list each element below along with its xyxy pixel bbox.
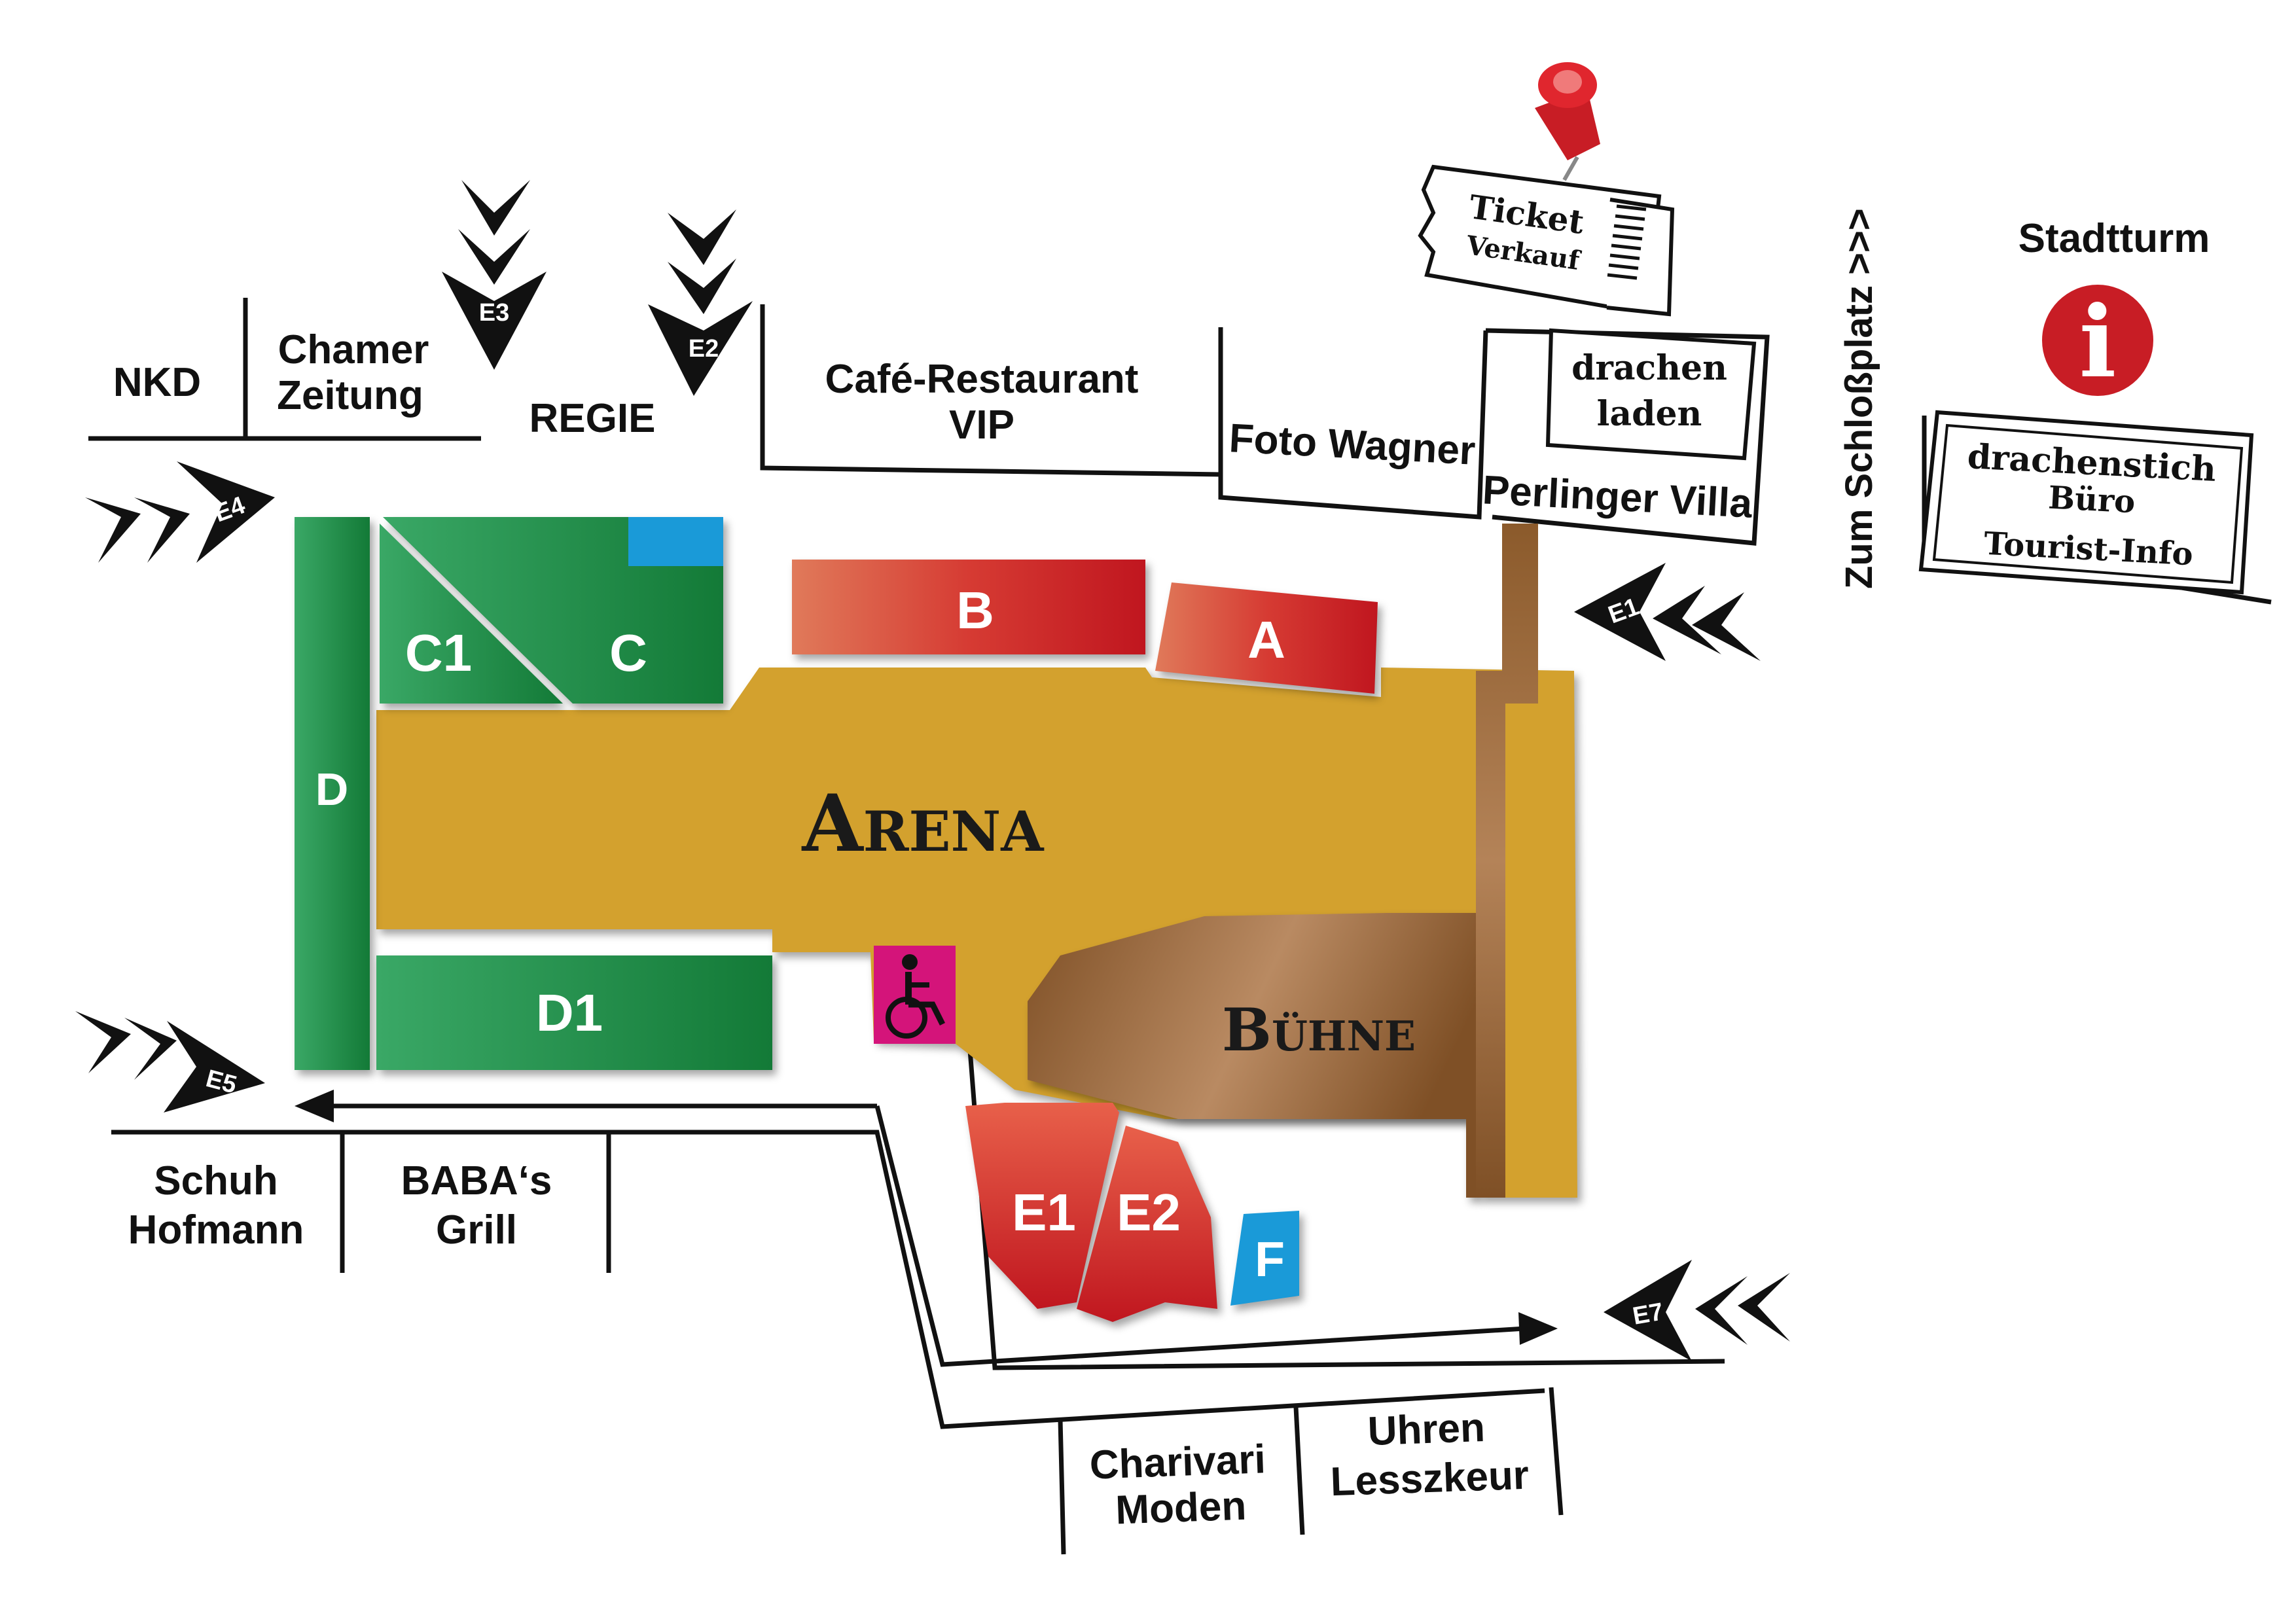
building-chamer-line2: Zeitung [277, 373, 423, 418]
block-f[interactable]: F [1230, 1211, 1299, 1306]
drachenladen-line1: drachen [1571, 348, 1727, 388]
building-baba-line2: Grill [436, 1207, 517, 1253]
building-chamer-line1: Chamer [278, 327, 429, 372]
info-icon[interactable]: i [2042, 285, 2153, 400]
entrance-e4[interactable]: E4 [85, 461, 275, 563]
entrance-e5[interactable]: E5 [75, 1011, 265, 1113]
block-f-label: F [1255, 1232, 1285, 1287]
pushpin-icon [1535, 62, 1600, 181]
block-b-label: B [956, 581, 994, 639]
block-d-label: D [315, 764, 349, 815]
arrow-head-left [295, 1090, 334, 1122]
building-regie: REGIE [529, 396, 656, 441]
drachenladen-line2: laden [1597, 394, 1702, 434]
block-e2[interactable]: E2 [1077, 1126, 1217, 1322]
building-uhren-line1: Uhren [1367, 1405, 1486, 1454]
block-d1[interactable]: D1 [376, 955, 772, 1070]
entrance-e1[interactable]: E1 [1574, 563, 1761, 661]
arrow-head-right [1518, 1312, 1558, 1345]
building-baba-line1: BABA‘s [401, 1158, 552, 1204]
block-b[interactable]: B [792, 560, 1145, 654]
entrance-e2-top[interactable]: E2 [648, 209, 753, 396]
block-d1-label: D1 [536, 984, 603, 1042]
building-cafe-line2: VIP [949, 402, 1014, 448]
info-glyph: i [2079, 285, 2117, 400]
block-a[interactable]: A [1155, 582, 1378, 694]
building-charivari-line1: Charivari [1089, 1436, 1266, 1488]
building-stadtturm: Stadtturm [2018, 216, 2210, 261]
walking-path [327, 1103, 1526, 1367]
building-uhren-line2: Lesszkeur [1330, 1453, 1530, 1505]
entrance-e7[interactable]: E7 [1604, 1260, 1790, 1361]
stage-post [1476, 524, 1538, 1198]
stage-label: Bühne [1222, 995, 1416, 1065]
arena-label: Arena [802, 777, 1045, 870]
block-c-label: C [609, 624, 647, 682]
block-blue-small[interactable] [628, 517, 723, 566]
tourist-info-sign[interactable]: drachenstich Büro Tourist-Info [1918, 410, 2254, 595]
drachenladen-sign[interactable]: drachen laden [1545, 328, 1757, 461]
entrance-e7-label: E7 [1630, 1298, 1665, 1330]
building-cafe-line1: Café-Restaurant [825, 357, 1139, 402]
block-e1-label: E1 [1012, 1183, 1076, 1241]
stage[interactable] [1028, 913, 1479, 1198]
block-e1[interactable]: E1 [965, 1103, 1119, 1309]
building-schuh-line1: Schuh [154, 1158, 278, 1204]
entrance-e3-label: E3 [479, 299, 509, 327]
tourist-info-line2: Büro [2047, 480, 2136, 521]
block-c1[interactable]: C1 [380, 524, 563, 704]
wheelchair-icon [886, 954, 946, 1039]
building-foto-wagner: Foto Wagner [1228, 416, 1477, 474]
block-d[interactable]: D [295, 517, 370, 1070]
block-e2-label: E2 [1117, 1183, 1181, 1241]
block-a-label: A [1247, 611, 1285, 669]
entrance-e2-label: E2 [689, 335, 719, 363]
wheelchair-area[interactable] [874, 946, 956, 1044]
direction-schlossplatz[interactable]: Zum Schloßplatz >>> [1838, 208, 1880, 589]
building-schuh-line2: Hofmann [128, 1207, 304, 1253]
building-nkd: NKD [113, 360, 201, 405]
ticket-sign[interactable]: Ticket Verkauf [1418, 164, 1675, 317]
entrance-e3[interactable]: E3 [442, 180, 547, 370]
barcode-icon [1607, 204, 1647, 280]
block-c1-label: C1 [405, 624, 472, 682]
building-charivari-line2: Moden [1115, 1484, 1247, 1533]
